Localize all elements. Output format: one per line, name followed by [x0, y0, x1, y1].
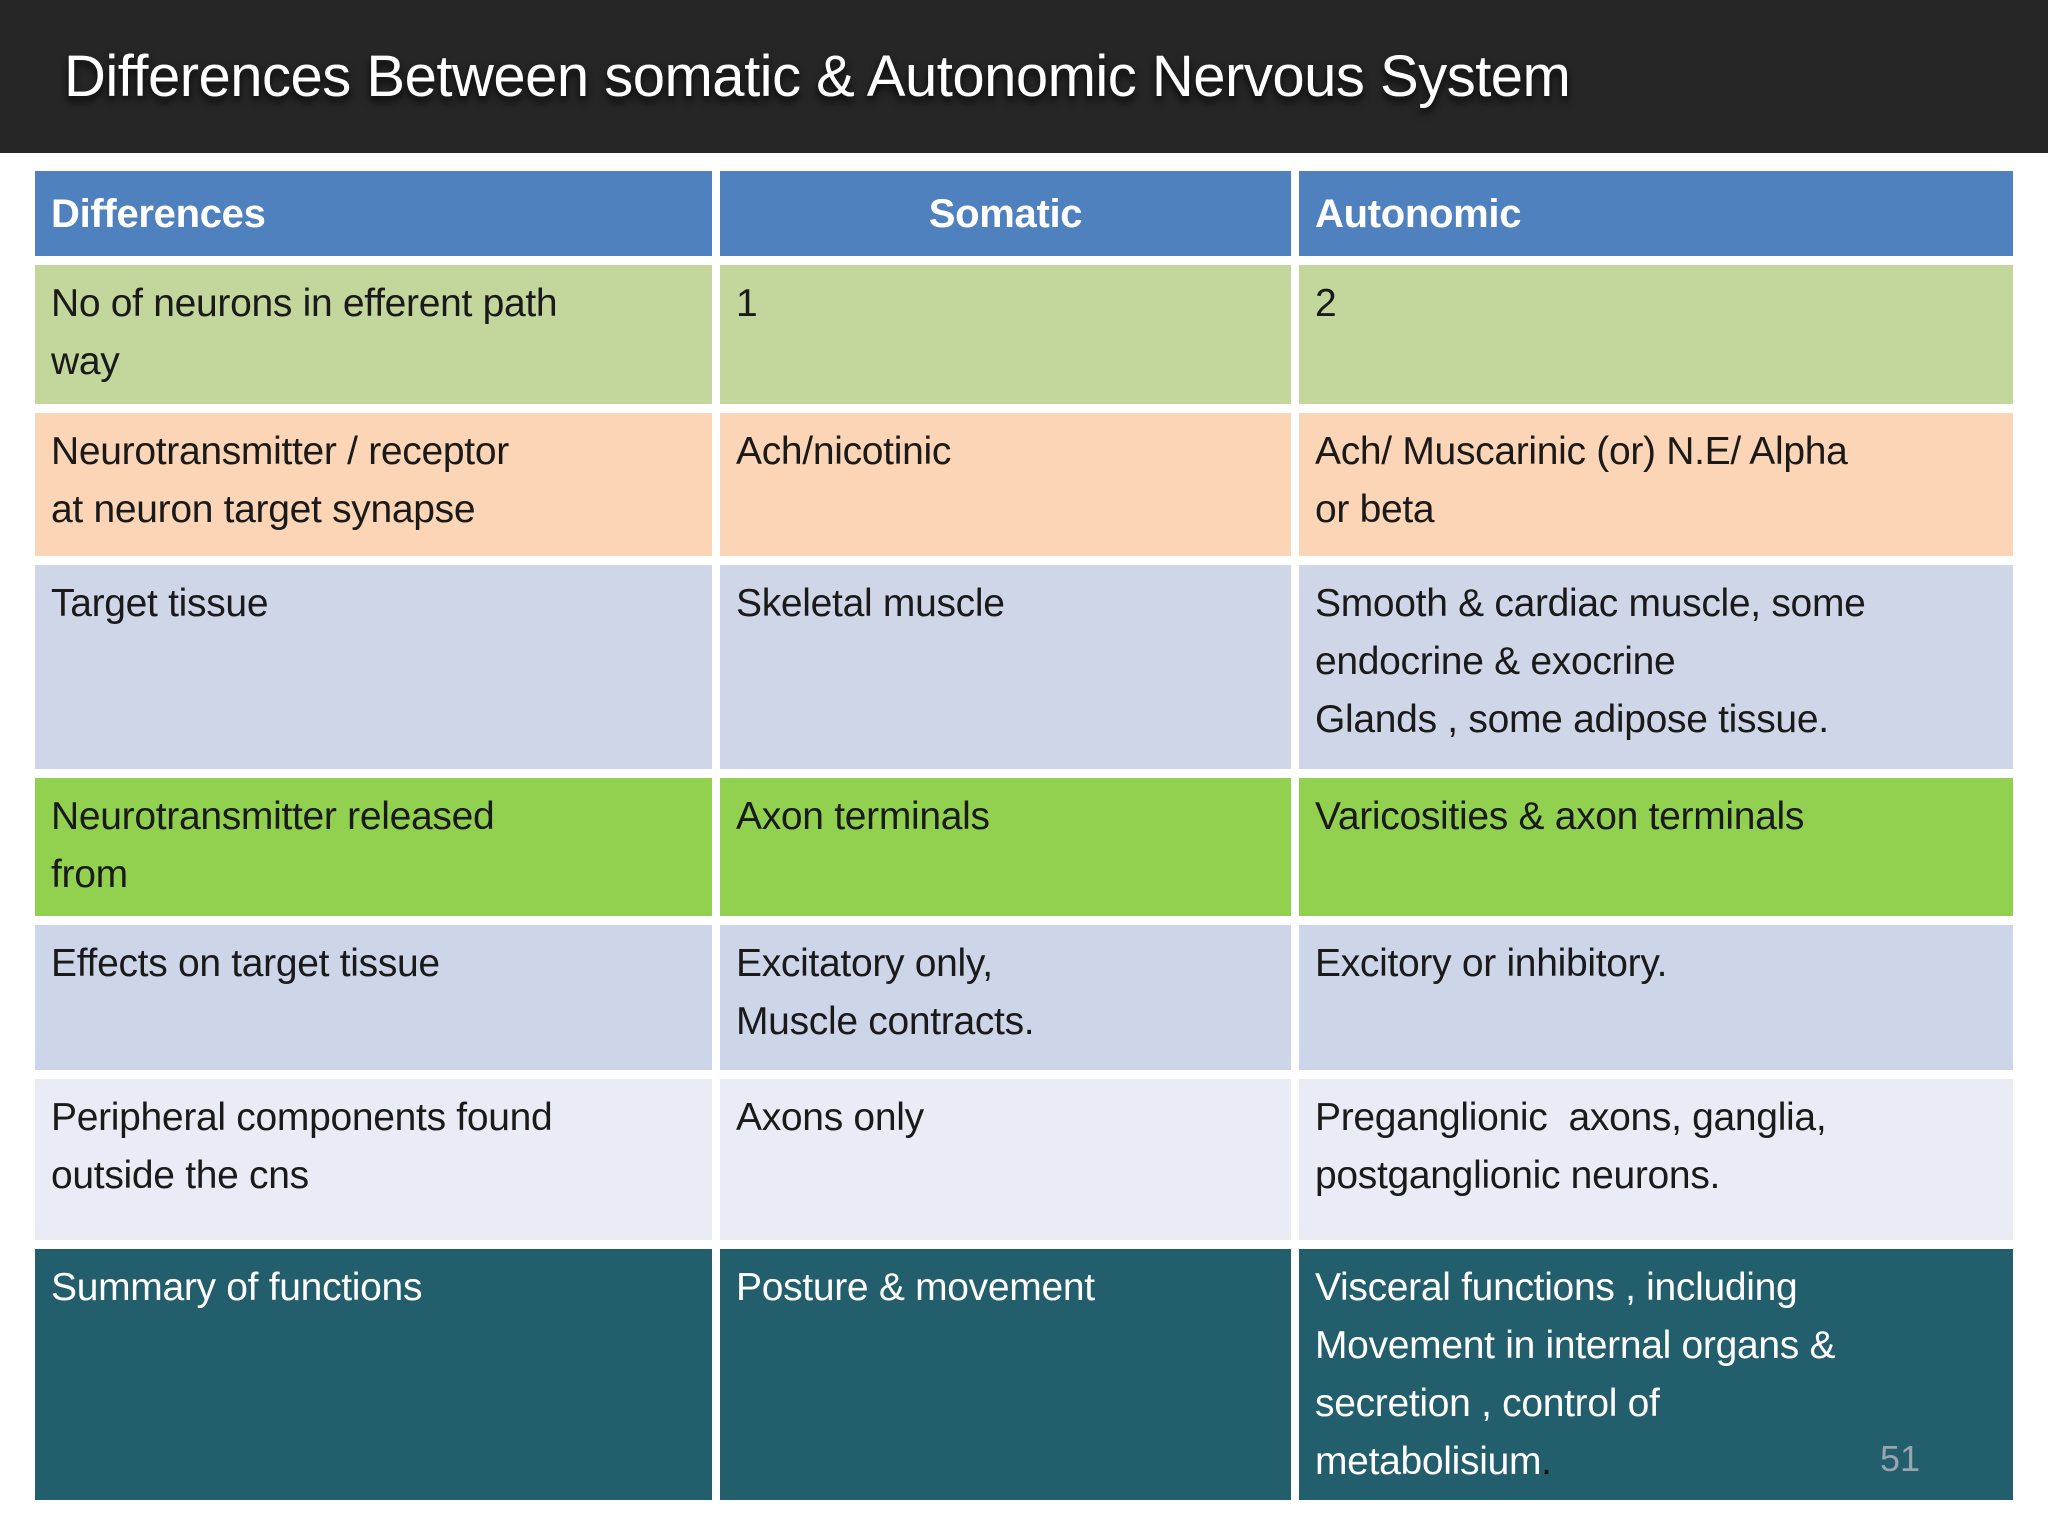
cell-target-tissue-somatic: Skeletal muscle	[720, 565, 1291, 769]
cell-neurotransmitter-somatic: Ach/nicotinic	[720, 413, 1291, 556]
cell-peripheral-autonomic: Preganglionic axons, ganglia, postgangli…	[1299, 1079, 2013, 1240]
slide-title-bar: Differences Between somatic & Autonomic …	[0, 0, 2048, 153]
summary-period: .	[1541, 1440, 1552, 1483]
cell-neurotransmitter-autonomic: Ach/ Muscarinic (or) N.E/ Alpha or beta	[1299, 413, 2013, 556]
cell-target-tissue-autonomic: Smooth & cardiac muscle, some endocrine …	[1299, 565, 2013, 769]
comparison-table: Differences Somatic Autonomic No of neur…	[35, 171, 2013, 1500]
cell-effects-autonomic: Excitory or inhibitory.	[1299, 925, 2013, 1070]
cell-summary-somatic: Posture & movement	[720, 1249, 1291, 1500]
cell-neurons-autonomic: 2	[1299, 265, 2013, 404]
cell-peripheral-somatic: Axons only	[720, 1079, 1291, 1240]
column-header-differences: Differences	[35, 171, 712, 256]
slide-number: 51	[1880, 1438, 1921, 1479]
cell-summary-autonomic: Visceral functions , including Movement …	[1299, 1249, 2013, 1500]
cell-target-tissue-label: Target tissue	[35, 565, 712, 769]
cell-effects-somatic: Excitatory only, Muscle contracts.	[720, 925, 1291, 1070]
cell-released-from-autonomic: Varicosities & axon terminals	[1299, 778, 2013, 916]
column-header-autonomic: Autonomic	[1299, 171, 2013, 256]
cell-summary-label: Summary of functions	[35, 1249, 712, 1500]
cell-neurotransmitter-label: Neurotransmitter / receptor at neuron ta…	[35, 413, 712, 556]
cell-effects-label: Effects on target tissue	[35, 925, 712, 1070]
cell-peripheral-label: Peripheral components found outside the …	[35, 1079, 712, 1240]
cell-released-from-label: Neurotransmitter released from	[35, 778, 712, 916]
column-header-somatic: Somatic	[720, 171, 1291, 256]
slide-title: Differences Between somatic & Autonomic …	[64, 44, 1571, 109]
cell-released-from-somatic: Axon terminals	[720, 778, 1291, 916]
cell-neurons-label: No of neurons in efferent path way	[35, 265, 712, 404]
cell-neurons-somatic: 1	[720, 265, 1291, 404]
